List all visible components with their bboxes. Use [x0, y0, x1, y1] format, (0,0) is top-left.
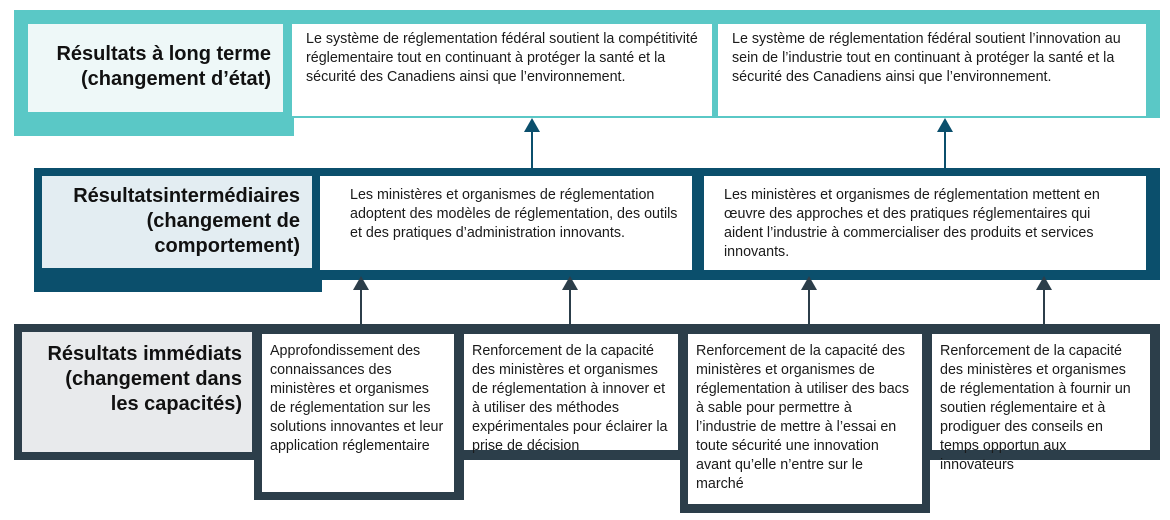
long-term-box-2: Le système de réglementation fédéral sou… — [718, 24, 1146, 116]
intermediate-label: Résultatsintermédiaires (changement de c… — [73, 185, 300, 257]
arrow-up — [562, 276, 578, 324]
immediate-label-bg — [22, 332, 252, 452]
intermediate-box-1: Les ministères et organismes de réglemen… — [320, 176, 692, 270]
immediate-box-2: Renforcement de la capacité des ministèr… — [464, 334, 678, 454]
immediate-box-3: Renforcement de la capacité des ministèr… — [688, 334, 922, 504]
arrow-up — [353, 276, 369, 324]
arrow-up — [937, 118, 953, 168]
immediate-box-4: Renforcement de la capacité des ministèr… — [932, 334, 1150, 473]
long-term-band-tab — [14, 110, 294, 136]
arrow-up — [1036, 276, 1052, 324]
long-term-label-bg — [28, 24, 283, 112]
long-term-label: Résultats à long terme (changement d’éta… — [56, 43, 271, 90]
immediate-box-1: Approfondissement des connaissances des … — [262, 334, 454, 492]
long-term-box-1: Le système de réglementation fédéral sou… — [292, 24, 712, 116]
arrow-up — [524, 118, 540, 168]
immediate-label: Résultats immédiats (changement dans les… — [47, 343, 242, 415]
intermediate-band-tab — [34, 270, 322, 292]
intermediate-box-2: Les ministères et organismes de réglemen… — [704, 176, 1146, 270]
arrow-up — [801, 276, 817, 324]
intermediate-label-bg — [42, 176, 312, 268]
